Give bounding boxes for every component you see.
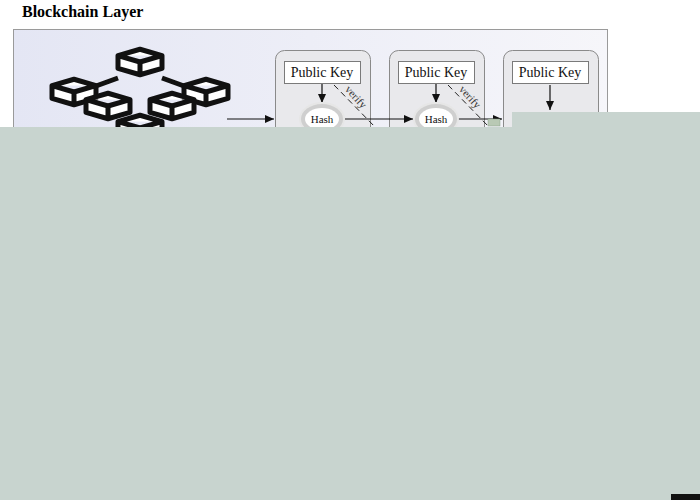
node-text: Hash — [425, 113, 448, 125]
public-key-box: Public Key — [512, 61, 589, 84]
arrow-connector — [435, 84, 436, 103]
chain-arrow — [227, 118, 274, 119]
node-text: Public Key — [405, 65, 468, 81]
node-text: Hash — [311, 113, 334, 125]
node-text: Public Key — [291, 65, 354, 81]
cube — [86, 93, 130, 119]
signature-mark — [488, 119, 500, 126]
hash-circle: Hash — [419, 108, 453, 130]
cube-link — [96, 78, 184, 86]
public-key-box: Public Key — [398, 61, 475, 84]
cube — [118, 49, 162, 75]
arrow-connector — [321, 84, 322, 103]
cube — [150, 93, 194, 119]
hash-circle: Hash — [305, 108, 339, 130]
diagram-title: Blockchain Layer — [22, 3, 143, 21]
arrow-connector — [345, 118, 413, 119]
cover-block — [0, 127, 700, 500]
cover-corner — [671, 494, 700, 500]
cover-block — [512, 112, 700, 128]
node-text: Public Key — [519, 65, 582, 81]
key-arrow — [549, 85, 550, 110]
public-key-box: Public Key — [284, 61, 361, 84]
